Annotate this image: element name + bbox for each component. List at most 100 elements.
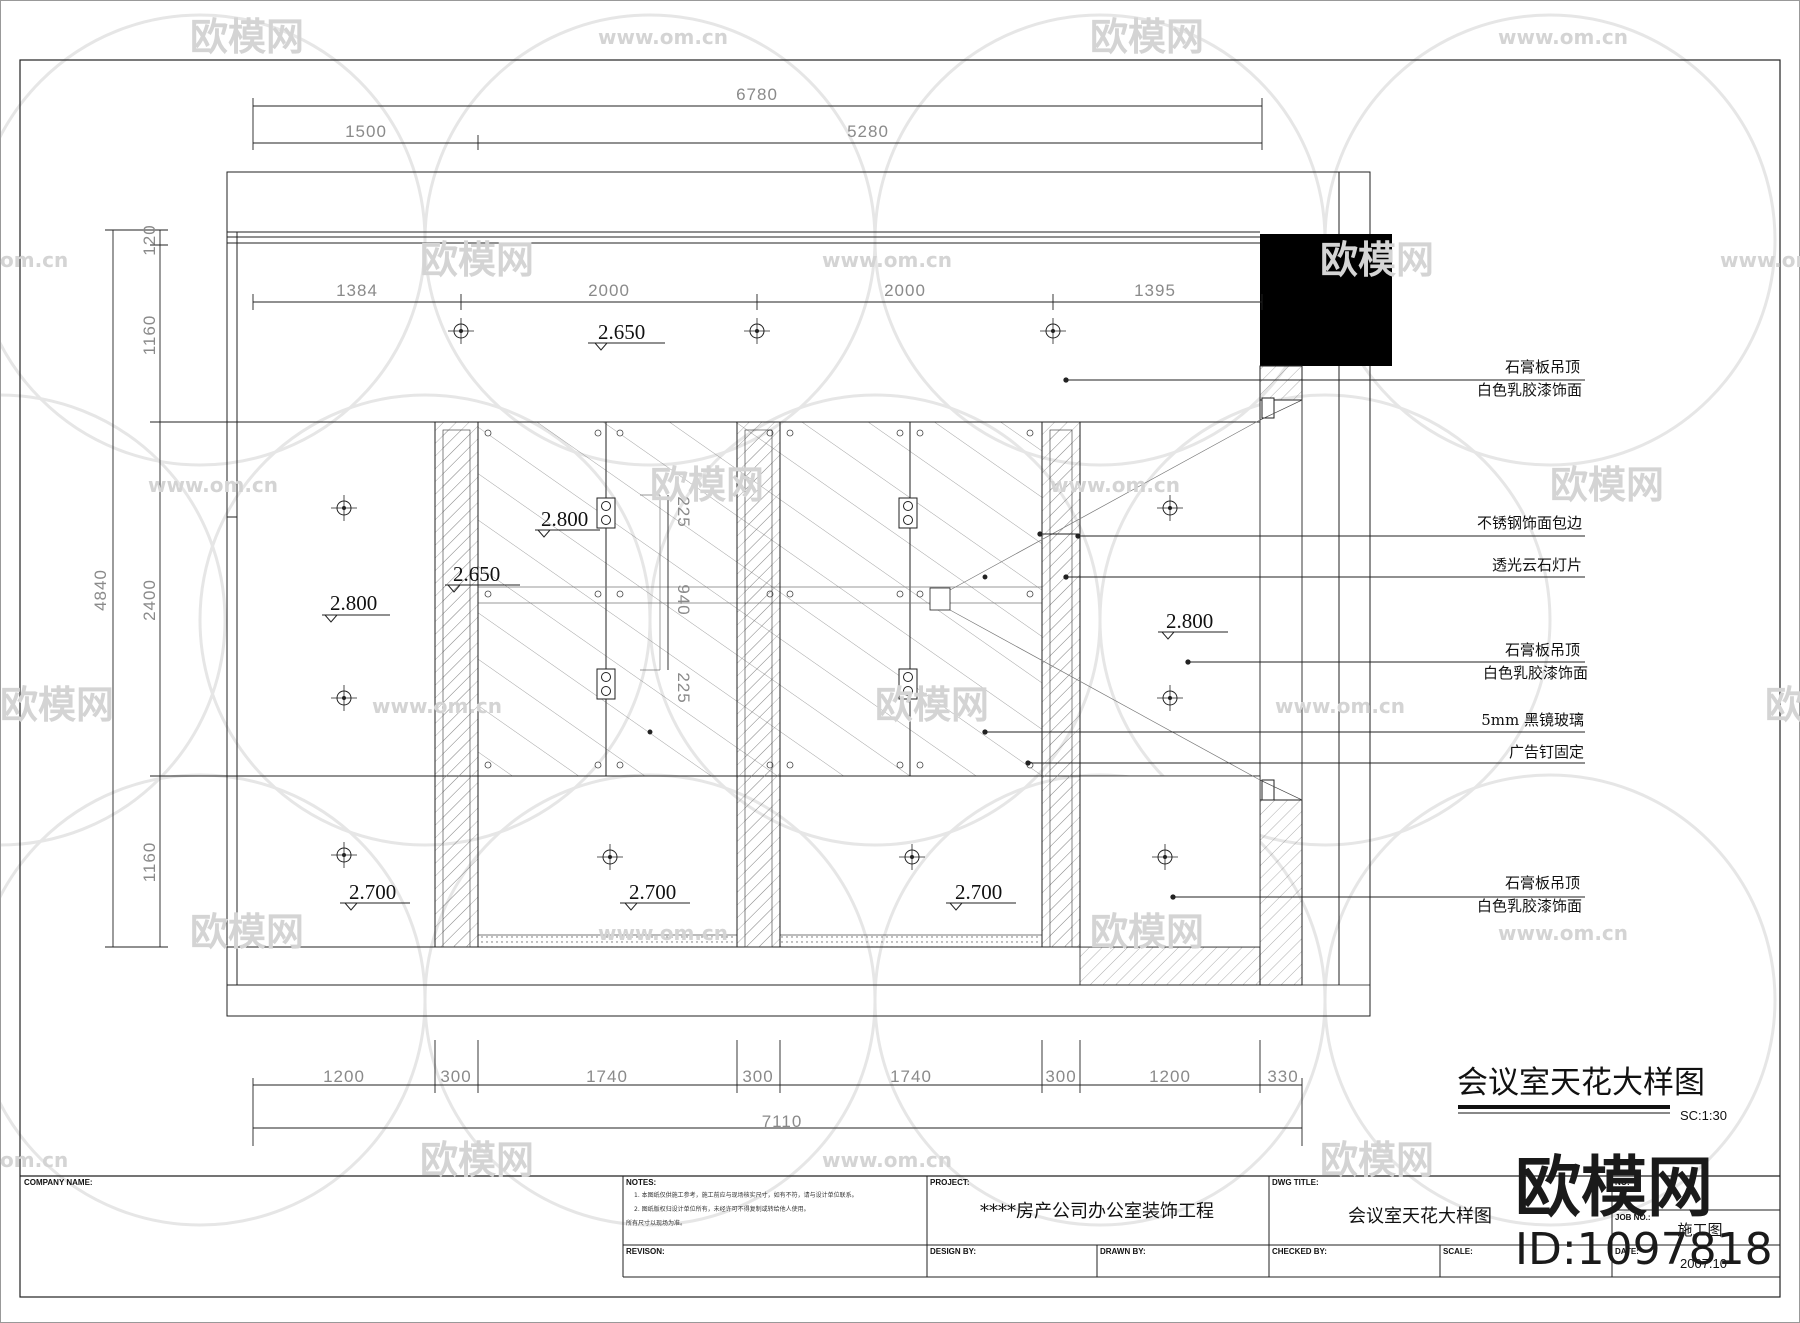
drawing-title: 会议室天花大样图 <box>1457 1065 1705 1101</box>
callout-steel-trim: 不锈钢饰面包边 <box>1477 514 1582 532</box>
checked-label: CHECKED BY: <box>1272 1247 1327 1256</box>
dim-bottom-total: 7110 <box>762 1112 803 1131</box>
date-value: 2007.10 <box>1680 1256 1727 1271</box>
drawing-title-group: 会议室天花大样图 SC:1:30 <box>1457 1065 1727 1123</box>
callout-ad-nails: 广告钉固定 <box>1509 743 1584 761</box>
dim-bottom-6: 300 <box>1045 1067 1076 1086</box>
project-label: PROJECT: <box>930 1178 970 1187</box>
dimension-lines <box>105 98 1303 1146</box>
light-panel-outline <box>640 419 1261 781</box>
dim-row2-1: 1384 <box>336 281 378 300</box>
svg-text:欧模网: 欧模网 <box>190 15 304 59</box>
svg-text:www.om.cn: www.om.cn <box>1498 25 1628 49</box>
level-panel-upper: 2.800 <box>541 507 588 531</box>
dim-bottom-4: 300 <box>742 1067 773 1086</box>
svg-text:欧模网: 欧模网 <box>420 238 534 282</box>
callout-gypsum-1b: 白色乳胶漆饰面 <box>1477 381 1582 399</box>
svg-text:www.om.cn: www.om.cn <box>1050 473 1180 497</box>
project-value: ****房产公司办公室装饰工程 <box>980 1201 1214 1222</box>
dim-inner-2: 940 <box>674 584 693 615</box>
dwg-title-value: 会议室天花大样图 <box>1348 1206 1492 1227</box>
svg-text:欧模网: 欧模网 <box>1320 1138 1434 1182</box>
design-label: DESIGN BY: <box>930 1247 976 1256</box>
level-bottom-2: 2.700 <box>629 880 676 904</box>
light-trough <box>1079 365 1303 986</box>
svg-text:www.om.cn: www.om.cn <box>1720 248 1800 272</box>
job-no-label: JOB NO.: <box>1615 1213 1651 1222</box>
dim-row2-2: 2000 <box>588 281 630 300</box>
callout-gypsum-3b: 白色乳胶漆饰面 <box>1477 897 1582 915</box>
dim-left-1: 120 <box>140 224 159 255</box>
brand-logo-text: 欧模网 <box>1515 1149 1713 1226</box>
svg-text:www.om.cn: www.om.cn <box>598 921 728 945</box>
svg-text:欧模网: 欧模网 <box>190 910 304 954</box>
dwg-no-label: NO: <box>1615 1178 1630 1187</box>
svg-text:www.om.cn: www.om.cn <box>822 1148 952 1172</box>
callout-gypsum-3a: 石膏板吊顶 <box>1505 874 1580 892</box>
svg-text:欧模网: 欧模网 <box>1090 15 1204 59</box>
steel-strips <box>434 421 1081 948</box>
svg-text:欧模网: 欧模网 <box>1550 463 1664 507</box>
drawing-scale: SC:1:30 <box>1680 1108 1727 1123</box>
callout-gypsum-2a: 石膏板吊顶 <box>1505 641 1580 659</box>
svg-text:www.om.cn: www.om.cn <box>372 694 502 718</box>
notes-label: NOTES: <box>626 1178 656 1187</box>
dim-inner-1: 225 <box>674 496 693 527</box>
company-label: COMPANY NAME: <box>24 1178 93 1187</box>
brand-watermark: 欧模网 ID:1097818 <box>1515 1149 1773 1275</box>
svg-text:www.om.cn: www.om.cn <box>148 473 278 497</box>
svg-text:om.cn: om.cn <box>0 1148 68 1172</box>
dim-bottom-8: 330 <box>1267 1067 1298 1086</box>
dim-bottom-7: 1200 <box>1149 1067 1191 1086</box>
svg-text:欧模网: 欧模网 <box>650 463 764 507</box>
callout-leaders <box>647 377 1585 900</box>
notes-line-1: 1. 本图纸仅供施工参考，施工前应与现场核实尺寸，如有不符，请与设计单位联系。 <box>634 1191 858 1199</box>
drawing-border <box>19 59 1781 1298</box>
svg-text:www.om.cn: www.om.cn <box>822 248 952 272</box>
dim-left-3: 2400 <box>140 579 159 621</box>
svg-text:欧模网: 欧模网 <box>1320 238 1434 282</box>
level-left-mid: 2.800 <box>330 591 377 615</box>
level-bottom-1: 2.700 <box>349 880 396 904</box>
svg-text:www.om.cn: www.om.cn <box>1275 694 1405 718</box>
svg-text:www.om.cn: www.om.cn <box>598 25 728 49</box>
dim-bottom-1: 1200 <box>323 1067 365 1086</box>
dim-bottom-3: 1740 <box>586 1067 628 1086</box>
glass-panels <box>477 421 1043 777</box>
level-panel-left: 2.650 <box>453 562 500 586</box>
brand-id: ID:1097818 <box>1515 1224 1773 1275</box>
callout-black-mirror: 5mm 黑镜玻璃 <box>1481 711 1584 729</box>
dwg-title-label: DWG TITLE: <box>1272 1178 1319 1187</box>
dim-inner-3: 225 <box>674 672 693 703</box>
scale-label: SCALE: <box>1443 1247 1473 1256</box>
svg-text:om.cn: om.cn <box>0 248 68 272</box>
revision-label: REVISON: <box>626 1247 665 1256</box>
callout-gypsum-1a: 石膏板吊顶 <box>1505 358 1580 376</box>
svg-text:欧模网: 欧模网 <box>420 1138 534 1182</box>
dim-row2-3: 2000 <box>884 281 926 300</box>
svg-text:欧模网: 欧模网 <box>1765 683 1800 727</box>
dim-top-right: 5280 <box>847 122 889 141</box>
dim-left-4: 1160 <box>140 842 159 883</box>
level-top: 2.650 <box>598 320 645 344</box>
svg-text:欧模网: 欧模网 <box>0 683 114 727</box>
dim-row2-4: 1395 <box>1134 281 1176 300</box>
drawn-label: DRAWN BY: <box>1100 1247 1146 1256</box>
notes-line-3: 所有尺寸以现场为准。 <box>626 1219 686 1227</box>
dim-left-total: 4840 <box>91 569 110 611</box>
callout-onyx-panel: 透光云石灯片 <box>1492 556 1582 574</box>
dim-top-total: 6780 <box>736 85 778 104</box>
column-block <box>1260 234 1392 366</box>
dim-bottom-5: 1740 <box>890 1067 932 1086</box>
level-right-mid: 2.800 <box>1166 609 1213 633</box>
notes-line-2: 2. 图纸版权归设计单位所有，未经许可不得复制或转给他人使用。 <box>634 1205 810 1213</box>
svg-text:欧模网: 欧模网 <box>875 683 989 727</box>
dim-top-left: 1500 <box>345 122 387 141</box>
callout-gypsum-2b: 白色乳胶漆饰面 <box>1483 664 1588 682</box>
svg-text:www.om.cn: www.om.cn <box>1498 921 1628 945</box>
date-label: DATE: <box>1615 1247 1639 1256</box>
dimension-texts: 6780 1500 5280 1384 2000 2000 1395 4840 … <box>91 85 1298 1131</box>
dim-left-2: 1160 <box>140 315 159 356</box>
title-block: COMPANY NAME: NOTES: 1. 本图纸仅供施工参考，施工前应与现… <box>20 1175 1780 1278</box>
